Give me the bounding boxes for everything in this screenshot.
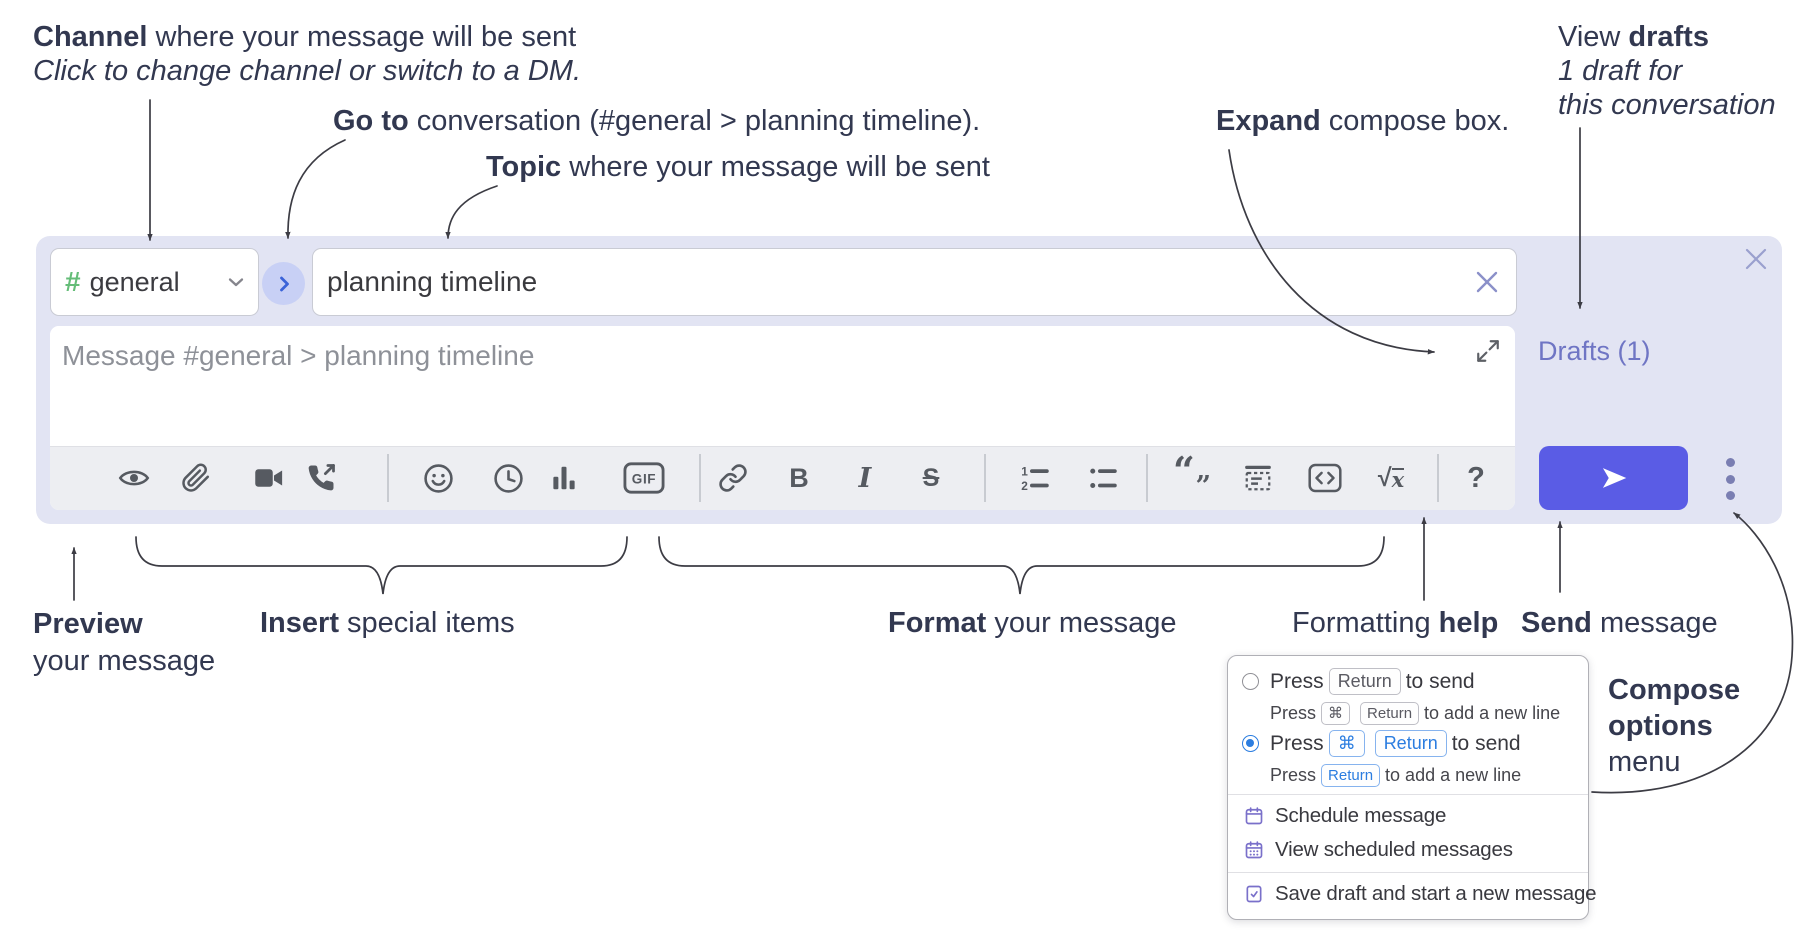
voice-call-icon[interactable] xyxy=(299,455,343,501)
save-draft-icon xyxy=(1246,885,1262,903)
brace-format xyxy=(658,536,1385,595)
send-option-cmd-enter-subtext: Press Return to add a new line xyxy=(1270,764,1522,787)
chevron-down-icon xyxy=(224,270,248,294)
message-textarea[interactable]: Message #general > planning timeline xyxy=(50,326,1515,446)
connector-goto xyxy=(285,139,346,239)
send-plane-icon xyxy=(1602,468,1626,488)
gif-icon[interactable]: GIF xyxy=(622,455,666,501)
strikethrough-icon[interactable]: S xyxy=(922,463,940,492)
emoji-icon[interactable] xyxy=(416,455,460,501)
send-option-enter-subtext: Press ⌘ Return to add a new line xyxy=(1270,702,1561,725)
drafts-link[interactable]: Drafts (1) xyxy=(1538,336,1651,366)
topic-value: planning timeline xyxy=(327,266,538,297)
chevron-right-icon xyxy=(279,276,289,291)
popup-divider xyxy=(1228,872,1588,873)
italic-icon[interactable]: I xyxy=(858,462,872,494)
radio-unselected-icon[interactable] xyxy=(1242,673,1259,690)
spoiler-icon[interactable] xyxy=(1236,455,1280,501)
insert-annotation: Insert special items xyxy=(260,607,515,639)
send-annotation: Send message xyxy=(1521,607,1718,639)
cmd-key: ⌘ xyxy=(1321,702,1351,725)
send-option-enter[interactable]: Press Return to send xyxy=(1242,668,1475,695)
toolbar-divider xyxy=(699,454,701,502)
view-drafts-annotation: View drafts 1 draft for this conversatio… xyxy=(1558,21,1776,121)
radio-selected-icon[interactable] xyxy=(1242,735,1259,752)
message-box: Message #general > planning timeline xyxy=(50,326,1515,510)
channel-annotation: Channel where your message will be sent … xyxy=(33,21,582,87)
compose-options-annotation: Compose options menu xyxy=(1608,674,1741,778)
code-icon[interactable] xyxy=(1303,455,1347,501)
compose-options-popup: Press Return to send Press ⌘ Return to a… xyxy=(1227,655,1597,920)
return-key: Return xyxy=(1360,702,1420,725)
expand-compose-icon[interactable] xyxy=(1475,338,1501,364)
global-time-icon[interactable] xyxy=(486,455,530,501)
cmd-key: ⌘ xyxy=(1328,730,1365,757)
poll-icon[interactable] xyxy=(542,455,586,501)
toolbar-divider xyxy=(1146,454,1148,502)
topic-input[interactable]: planning timeline xyxy=(312,248,1517,316)
clear-topic-icon[interactable] xyxy=(1474,269,1500,295)
return-key: Return xyxy=(1321,764,1381,787)
close-compose-icon[interactable] xyxy=(1742,245,1770,273)
toolbar-divider xyxy=(1437,454,1439,502)
view-scheduled-icon xyxy=(1245,841,1263,859)
view-scheduled-messages-item[interactable]: View scheduled messages xyxy=(1244,838,1513,862)
save-draft-item[interactable]: Save draft and start a new message xyxy=(1244,882,1597,906)
math-icon[interactable]: √x xyxy=(1377,463,1405,492)
svg-text:GIF: GIF xyxy=(632,472,656,487)
goto-annotation: Go to conversation (#general > planning … xyxy=(333,105,981,137)
brace-insert xyxy=(135,536,628,595)
connector-topic xyxy=(445,185,498,239)
message-placeholder: Message #general > planning timeline xyxy=(62,340,535,371)
svg-text:1: 1 xyxy=(1021,465,1028,479)
compose-box: # general planning timeline Message #gen… xyxy=(36,236,1782,524)
send-option-cmd-enter[interactable]: Press ⌘ Return to send xyxy=(1242,730,1521,757)
topic-annotation: Topic where your message will be sent xyxy=(486,151,990,183)
link-icon[interactable] xyxy=(711,455,755,501)
toolbar-divider xyxy=(387,454,389,502)
schedule-message-item[interactable]: Schedule message xyxy=(1244,804,1446,828)
toolbar-divider xyxy=(984,454,986,502)
attach-file-icon[interactable] xyxy=(174,455,218,501)
format-annotation: Format your message xyxy=(888,607,1177,639)
channel-selector[interactable]: # general xyxy=(50,248,259,316)
schedule-calendar-icon xyxy=(1245,807,1263,825)
channel-hash-icon: # xyxy=(65,266,81,297)
send-button[interactable] xyxy=(1539,446,1688,510)
popup-divider xyxy=(1228,794,1588,795)
preview-icon[interactable] xyxy=(112,455,156,501)
quote-icon[interactable]: “” xyxy=(1173,448,1211,502)
help-icon[interactable]: ? xyxy=(1467,461,1485,494)
preview-annotation: Preview your message xyxy=(33,608,216,677)
return-key: Return xyxy=(1328,668,1401,695)
bulleted-list-icon[interactable] xyxy=(1081,455,1125,501)
video-call-icon[interactable] xyxy=(247,455,291,501)
svg-text:2: 2 xyxy=(1021,479,1028,493)
go-to-conversation-button[interactable] xyxy=(262,262,305,305)
compose-options-menu-button[interactable] xyxy=(1716,458,1744,500)
expand-annotation: Expand compose box. xyxy=(1216,105,1510,137)
bold-icon[interactable]: B xyxy=(789,462,809,493)
channel-name: general xyxy=(89,266,180,297)
return-key: Return xyxy=(1374,730,1447,757)
formatting-help-annotation: Formatting help xyxy=(1292,607,1499,639)
